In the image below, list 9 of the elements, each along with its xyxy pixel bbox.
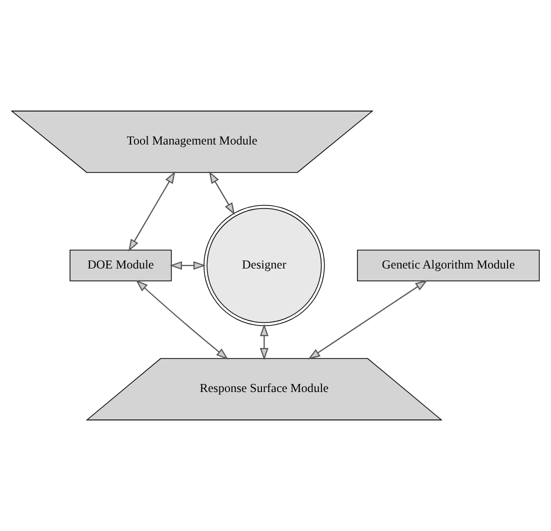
arrow bbox=[128, 171, 176, 252]
node-box: DOE Module bbox=[70, 250, 172, 282]
arrow bbox=[308, 280, 428, 360]
node-box: Genetic Algorithm Module bbox=[357, 250, 540, 282]
arrow bbox=[260, 324, 268, 360]
arrow bbox=[170, 261, 206, 270]
node-circle: Designer bbox=[204, 204, 325, 326]
arrow bbox=[209, 171, 235, 215]
arrow bbox=[136, 280, 228, 360]
